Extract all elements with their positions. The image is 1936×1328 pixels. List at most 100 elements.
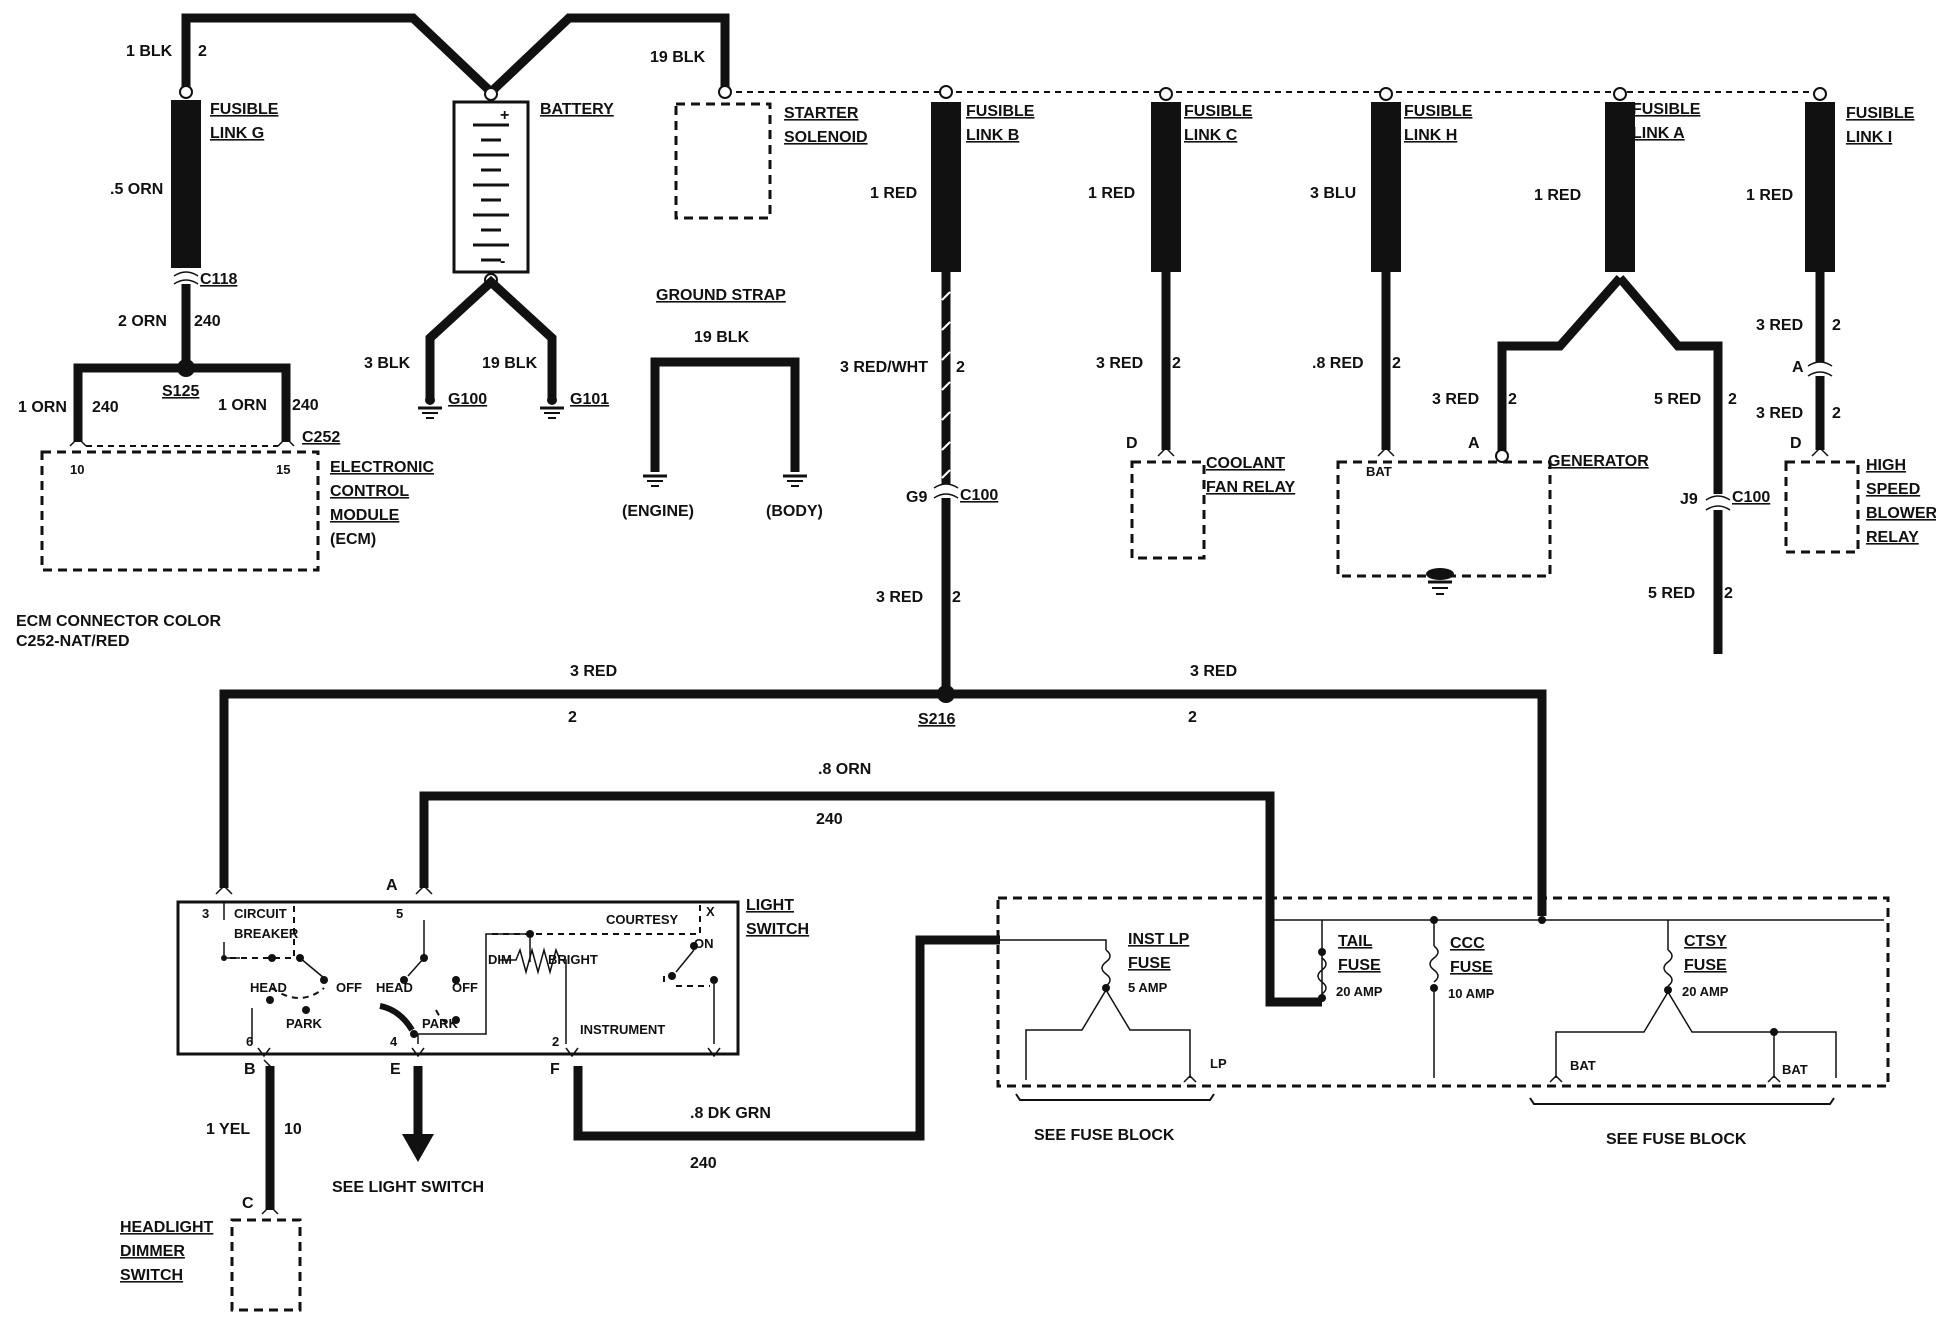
fusible-link-g-terminal [179, 85, 193, 99]
label-on: ON [694, 936, 714, 951]
starter-terminal [718, 85, 732, 99]
label-inst-lp-fuse: FUSE [1128, 955, 1171, 972]
light-switch-pin-6 [257, 1047, 271, 1058]
label-see-fuse-block-1: SEE FUSE BLOCK [1034, 1127, 1175, 1144]
wire-3-red-left [219, 689, 946, 888]
label-ecm-1: ELECTRONIC [330, 459, 434, 476]
label-1-red-a: 1 RED [1534, 187, 1581, 204]
generator-ground-icon [1426, 568, 1454, 595]
label-battery-plus: + [500, 107, 509, 124]
label-solenoid: SOLENOID [784, 129, 868, 146]
label-dim: DIM [488, 952, 512, 967]
label-s216: S216 [918, 711, 955, 728]
label-3-red-c: 3 RED [1096, 355, 1143, 372]
label-pin-x: X [706, 904, 715, 919]
fusible-link-g [171, 100, 201, 268]
label-head-1: HEAD [250, 980, 287, 995]
ecm-box [40, 450, 320, 572]
fusible-link-b-terminal [939, 85, 953, 99]
label-engine: (ENGINE) [622, 503, 694, 520]
label-inst-lp: INST LP [1128, 931, 1190, 948]
label-c100-a: C100 [1732, 489, 1770, 506]
battery-box [452, 100, 530, 274]
label-off-2: OFF [452, 980, 478, 995]
label-ground-strap-wire: 19 BLK [694, 329, 750, 346]
light-switch-pin-4 [411, 1047, 425, 1058]
label-fusible-link-b: FUSIBLE [966, 103, 1035, 120]
label-park-1: PARK [286, 1016, 322, 1031]
label-8-red-circuit: 2 [1392, 355, 1401, 372]
label-2-orn-circuit: 240 [194, 313, 221, 330]
battery-positive-cable-right [487, 13, 730, 96]
label-see-fuse-block-2: SEE FUSE BLOCK [1606, 1131, 1747, 1148]
label-generator-bat: BAT [1366, 464, 1392, 479]
label-fusible-link-g: FUSIBLE [210, 101, 279, 118]
label-dimmer-switch: SWITCH [120, 1267, 183, 1284]
label-generator: GENERATOR [1548, 453, 1649, 470]
generator-a-terminal [1495, 449, 1509, 463]
label-tail-amp: 20 AMP [1336, 984, 1383, 999]
ground-strap-wire [650, 357, 800, 472]
battery-cells-icon [473, 123, 509, 262]
label-head-2: HEAD [376, 980, 413, 995]
label-s125: S125 [162, 383, 199, 400]
label-5-orn: .5 ORN [110, 181, 163, 198]
label-1-yel: 1 YEL [206, 1121, 250, 1138]
c118-connector [173, 271, 199, 285]
label-3-red-j-circuit: 2 [1832, 405, 1841, 422]
label-instrument: INSTRUMENT [580, 1022, 665, 1037]
label-19-blk: 19 BLK [650, 49, 706, 66]
fusible-link-a-terminal [1613, 87, 1627, 101]
light-switch-box [176, 900, 740, 1056]
label-headlight: HEADLIGHT [120, 1219, 214, 1236]
label-fusible-link-a-2: LINK A [1632, 125, 1685, 142]
label-3-red-right-circuit: 2 [1188, 709, 1197, 726]
label-pin-d-coolant: D [1126, 435, 1138, 452]
ground-engine-icon [643, 474, 667, 487]
label-3-red-i: 3 RED [1756, 317, 1803, 334]
fusible-link-c [1151, 102, 1181, 272]
label-pin-15: 15 [276, 462, 290, 477]
label-c118: C118 [200, 271, 237, 288]
label-pin-d-blower: D [1790, 435, 1802, 452]
label-fusible-link-g-2: LINK G [210, 125, 264, 142]
coolant-fan-connector [1157, 446, 1175, 457]
label-see-light-switch: SEE LIGHT SWITCH [332, 1179, 484, 1196]
label-pin-a-i: A [1792, 359, 1804, 376]
battery-positive-cable-left [181, 13, 495, 96]
light-switch-pin-5 [415, 884, 433, 895]
label-3-red-generator: 3 RED [1432, 391, 1479, 408]
label-lp: LP [1210, 1056, 1227, 1071]
label-3-blu: 3 BLU [1310, 185, 1356, 202]
label-c252: C252 [302, 429, 340, 446]
label-pin-5: 5 [396, 906, 403, 921]
fuse-block-box [996, 896, 1890, 1088]
label-off-1: OFF [336, 980, 362, 995]
label-pin-a-light: A [386, 877, 398, 894]
label-1-yel-circuit: 10 [284, 1121, 302, 1138]
c100-connector-b [933, 483, 959, 499]
label-fusible-link-a: FUSIBLE [1632, 101, 1701, 118]
label-fusible-link-i: FUSIBLE [1846, 105, 1915, 122]
label-fusible-link-i-2: LINK I [1846, 129, 1892, 146]
label-battery-minus: - [500, 253, 505, 270]
label-3-red-b-circuit: 2 [952, 589, 961, 606]
label-g101: G101 [570, 391, 609, 408]
headlight-dimmer-connector [261, 1204, 279, 1215]
label-5-red-b-circuit: 2 [1724, 585, 1733, 602]
label-speed: SPEED [1866, 481, 1920, 498]
label-battery: BATTERY [540, 101, 614, 118]
fusible-link-a [1605, 102, 1635, 272]
generator-bat-connector [1377, 446, 1395, 457]
label-pin-4: 4 [390, 1034, 398, 1049]
wire-8-dk-grn [573, 935, 1000, 1141]
label-ctsy-fuse: FUSE [1684, 957, 1727, 974]
label-fusible-link-c: FUSIBLE [1184, 103, 1253, 120]
label-3-blk: 3 BLK [364, 355, 411, 372]
wire-stripe [941, 291, 951, 479]
fusible-link-h [1371, 102, 1401, 272]
label-pin-c: C [242, 1195, 254, 1212]
arrow-down-icon [402, 1134, 434, 1162]
label-light: LIGHT [746, 897, 794, 914]
wire-8-orn [419, 791, 1322, 1007]
